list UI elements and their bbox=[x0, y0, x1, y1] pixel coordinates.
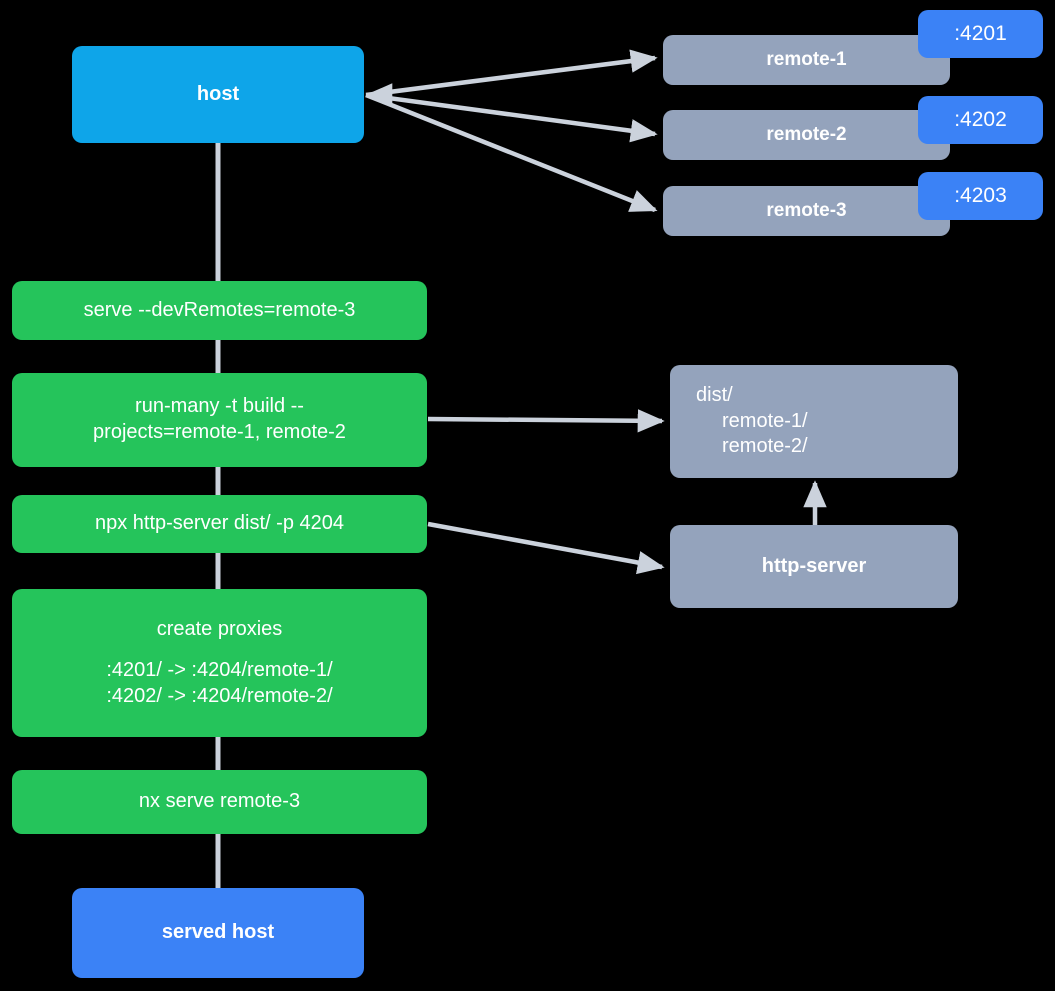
port-badge-remote-2-label: :4202 bbox=[954, 107, 1007, 131]
edge-host-to-remote-1 bbox=[365, 49, 658, 98]
node-remote-2-label: remote-2 bbox=[766, 123, 847, 145]
command-run-many-build-line1: run-many -t build -- bbox=[135, 395, 304, 418]
command-npx-http-server-label: npx http-server dist/ -p 4204 bbox=[94, 512, 344, 535]
command-create-proxies-line2: :4202/ -> :4204/remote-2/ bbox=[106, 684, 333, 707]
node-remote-1-label: remote-1 bbox=[766, 48, 847, 70]
edge-host-to-remote-3 bbox=[365, 92, 658, 213]
port-badge-remote-3-label: :4203 bbox=[954, 183, 1007, 207]
node-http-server[interactable]: http-server bbox=[670, 525, 958, 608]
command-nx-serve-remote-3-label: nx serve remote-3 bbox=[138, 790, 301, 813]
edge-npx-to-httpserver bbox=[427, 521, 665, 575]
command-serve-devremotes[interactable]: serve --devRemotes=remote-3 bbox=[12, 281, 427, 340]
node-served-host[interactable]: served host bbox=[72, 888, 364, 978]
node-remote-1[interactable]: remote-1 bbox=[663, 35, 950, 85]
command-create-proxies[interactable]: create proxies :4201/ -> :4204/remote-1/… bbox=[12, 589, 427, 737]
port-badge-remote-2: :4202 bbox=[918, 96, 1043, 144]
command-create-proxies-title: create proxies bbox=[156, 617, 283, 640]
node-remote-2[interactable]: remote-2 bbox=[663, 110, 950, 160]
node-remote-3-label: remote-3 bbox=[766, 199, 847, 221]
command-serve-devremotes-label: serve --devRemotes=remote-3 bbox=[83, 298, 356, 321]
edge-host-to-remote-2 bbox=[365, 92, 658, 143]
command-nx-serve-remote-3[interactable]: nx serve remote-3 bbox=[12, 770, 427, 834]
port-badge-remote-1-label: :4201 bbox=[954, 21, 1007, 45]
command-run-many-build-line2: projects=remote-1, remote-2 bbox=[93, 421, 346, 443]
node-served-host-label: served host bbox=[161, 921, 275, 944]
node-host[interactable]: host bbox=[72, 46, 364, 143]
node-dist-folder[interactable]: dist/ remote-1/ remote-2/ bbox=[670, 365, 958, 478]
node-dist-root: dist/ bbox=[696, 384, 733, 407]
port-badge-remote-1: :4201 bbox=[918, 10, 1043, 58]
command-create-proxies-line1: :4201/ -> :4204/remote-1/ bbox=[106, 659, 333, 682]
edge-runmany-to-dist bbox=[427, 409, 665, 433]
node-remote-3[interactable]: remote-3 bbox=[663, 186, 950, 236]
command-npx-http-server[interactable]: npx http-server dist/ -p 4204 bbox=[12, 495, 427, 553]
node-host-label: host bbox=[196, 82, 240, 105]
command-run-many-build[interactable]: run-many -t build -- projects=remote-1, … bbox=[12, 373, 427, 467]
node-http-server-label: http-server bbox=[761, 554, 867, 577]
node-dist-child-remote-2: remote-2/ bbox=[722, 435, 808, 458]
port-badge-remote-3: :4203 bbox=[918, 172, 1043, 220]
node-dist-child-remote-1: remote-1/ bbox=[722, 409, 808, 432]
